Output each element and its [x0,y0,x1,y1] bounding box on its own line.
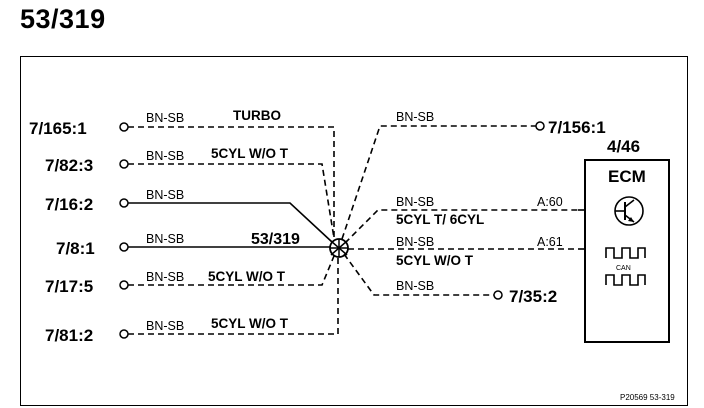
terminal-circle [493,290,503,300]
wire-path [343,253,494,296]
wire-path [344,209,578,244]
wire-color-label: BN-SB [146,149,184,163]
wire-path [128,202,333,243]
page-title: 53/319 [20,4,106,34]
terminal-circle [119,329,129,339]
figure-reference: P20569 53-319 [620,393,675,402]
splice-label: 53/319 [251,231,300,248]
wire-color-label: BN-SB [146,232,184,246]
terminal-circle [535,121,545,131]
transistor-icon [614,196,644,226]
connector-7-35-2: 7/35:2 [509,287,557,306]
wire-color-label: BN-SB [396,235,434,249]
connector-7-16-2: 7/16:2 [45,195,93,214]
right-wire-1: BN-SB 7/156:1 [341,110,606,240]
left-wire-1: 7/165:1 BN-SB TURBO [29,108,335,238]
right-wire-4: BN-SB 7/35:2 [343,253,557,306]
ecm-ref: 4/46 [607,137,640,156]
wire-path [128,257,339,335]
left-wire-2: 7/82:3 BN-SB 5CYL W/O T [45,146,335,239]
wire-path [341,125,536,240]
right-wire-3: BN-SB 5CYL W/O T A:61 [348,235,578,268]
splice-node [329,238,349,258]
wire-color-label: BN-SB [146,270,184,284]
terminal-circle [119,122,129,132]
terminal-circle [119,280,129,290]
ecm-pin-a60: A:60 [537,195,563,209]
left-wire-3: 7/16:2 BN-SB [45,188,333,243]
wire-path [128,126,335,238]
right-wire-2: BN-SB 5CYL T/ 6CYL A:60 [344,195,578,244]
connector-7-17-5: 7/17:5 [45,277,93,296]
connector-7-8-1: 7/8:1 [56,239,95,258]
wire-color-label: BN-SB [396,279,434,293]
wire-note: 5CYL W/O T [211,316,289,331]
wire-color-label: BN-SB [146,319,184,333]
ecm-module: 4/46 ECM CAN [578,137,670,343]
connector-7-81-2: 7/81:2 [45,326,93,345]
wire-path [128,163,335,239]
connector-7-82-3: 7/82:3 [45,156,93,175]
diagram-frame [20,56,688,406]
wire-note: 5CYL W/O T [211,146,289,161]
can-wave-icon [605,274,646,286]
left-wire-6: 7/81:2 BN-SB 5CYL W/O T [45,257,339,345]
wire-note: 5CYL W/O T [208,269,286,284]
terminal-circle [119,198,129,208]
connector-7-156-1: 7/156:1 [548,118,606,137]
wire-note: TURBO [233,108,281,123]
connector-7-165-1: 7/165:1 [29,119,87,138]
wire-note: 5CYL T/ 6CYL [396,212,484,227]
terminal-circle [119,242,129,252]
wire-color-label: BN-SB [146,188,184,202]
left-wire-4: 7/8:1 BN-SB [56,232,331,258]
wire-note: 5CYL W/O T [396,253,474,268]
wire-color-label: BN-SB [396,110,434,124]
wire-color-label: BN-SB [146,111,184,125]
wire-path [128,255,335,286]
terminal-circle [119,159,129,169]
can-label: CAN [616,265,631,272]
wire-color-label: BN-SB [396,195,434,209]
ecm-pin-a61: A:61 [537,235,563,249]
left-wire-5: 7/17:5 BN-SB 5CYL W/O T [45,255,335,296]
ecm-title: ECM [608,167,646,186]
can-wave-icon [605,247,646,259]
